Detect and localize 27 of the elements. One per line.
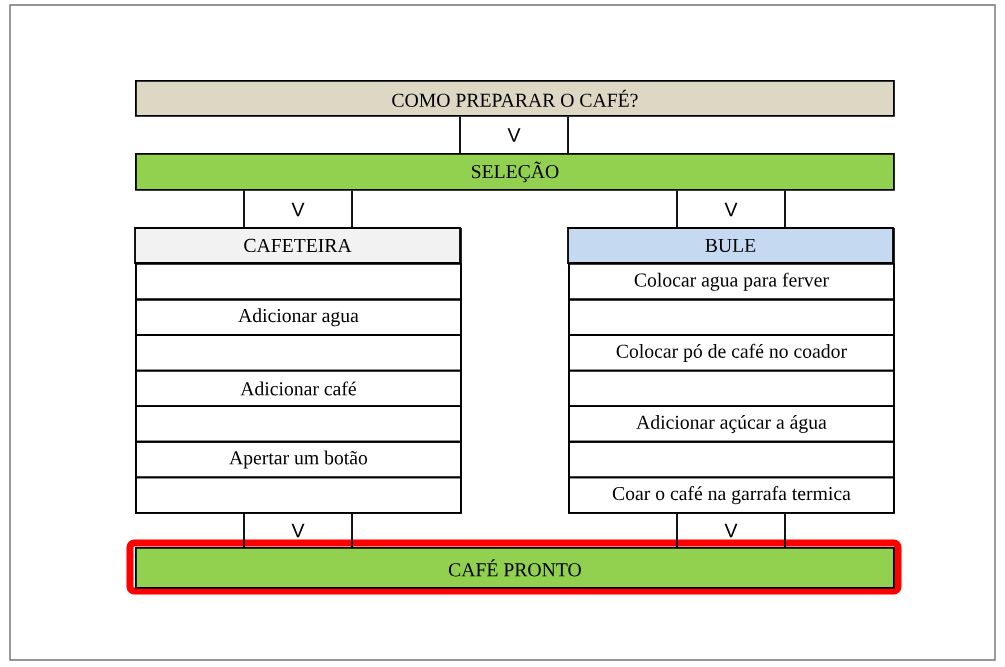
connector-lines [243,512,353,548]
connector-lines [243,189,353,229]
step-row: Adicionar açúcar a água [568,405,895,443]
title-bar: COMO PREPARAR O CAFÉ? [135,80,895,117]
edge-label: V [723,522,739,539]
empty-row [568,369,895,408]
edge-label: V [723,201,739,218]
empty-row [135,476,462,514]
selection-bar: SELEÇÃO [135,153,895,191]
empty-row [568,440,895,479]
connector-lines [676,512,786,548]
edge-label: V [290,522,306,539]
step-row: Adicionar café [135,369,462,408]
result-bar: CAFÉ PRONTO [126,539,902,595]
edge-label: V [506,126,522,144]
empty-row [568,298,895,336]
step-row: Apertar um botão [135,440,462,479]
step-row: Colocar pó de café no coador [568,334,895,372]
connector-lines [459,115,569,154]
step-row: Adicionar agua [135,298,462,336]
empty-row [135,334,462,372]
empty-row [135,405,462,443]
connector-lines [676,189,786,229]
edge-label: V [290,201,306,218]
step-row: Coar o café na garrafa termica [568,476,895,514]
step-row: Colocar agua para ferver [568,263,895,301]
empty-row [135,263,462,301]
